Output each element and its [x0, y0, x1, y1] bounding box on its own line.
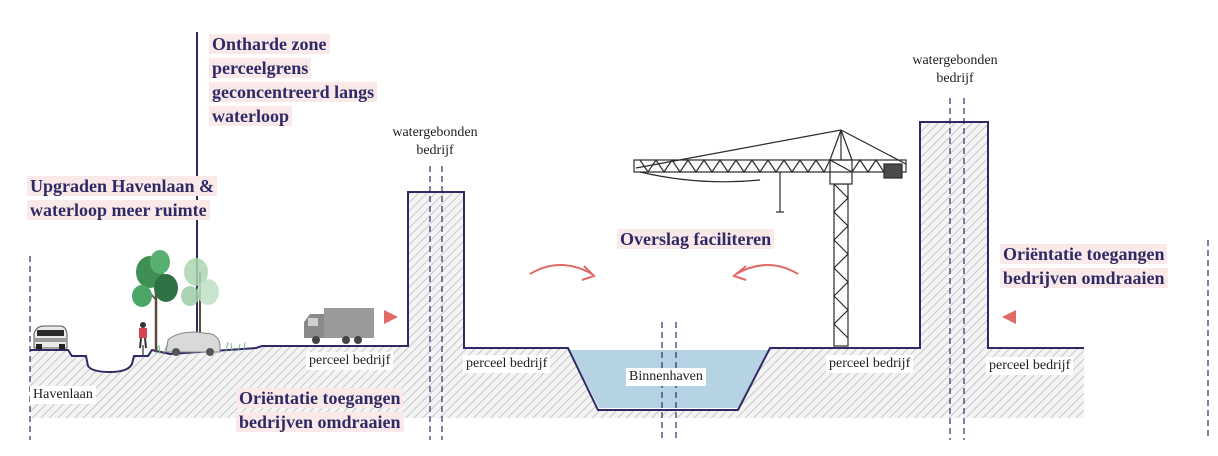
building-outline — [408, 121, 988, 193]
callout-overslag: Overslag faciliteren — [617, 227, 817, 251]
callout-ontharde-zone: Ontharde zone perceelgrens geconcentreer… — [209, 32, 409, 128]
car-icon — [33, 325, 68, 349]
dashed-boundary-lines — [29, 98, 1209, 440]
arrow-left-icon — [1002, 310, 1016, 324]
arrow-right-icon — [384, 310, 398, 324]
callout-overslag-text: Overslag faciliteren — [617, 229, 775, 249]
tree-icon — [132, 250, 219, 352]
truck-icon — [304, 308, 374, 344]
label-perceel-bedrijf-1: perceel bedrijf — [306, 352, 394, 370]
cyclist-icon — [139, 322, 147, 356]
callout-orientatie-right: Oriëntatie toegangen bedrijven omdraaien — [1000, 242, 1200, 290]
callout-orientatie-left-text: Oriëntatie toegangen bedrijven omdraaien — [236, 388, 404, 432]
ground-profile-line — [30, 121, 1084, 411]
label-havenlaan: Havenlaan — [30, 386, 96, 404]
callout-upgraden-havenlaan-text: Upgraden Havenlaan & waterloop meer ruim… — [27, 176, 218, 220]
callout-ontharde-zone-text: Ontharde zone perceelgrens geconcentreer… — [209, 34, 378, 126]
curved-arrow-icon — [529, 264, 799, 281]
ground-section — [30, 122, 1084, 418]
parked-car-icon — [165, 331, 221, 356]
label-binnenhaven: Binnenhaven — [626, 368, 706, 386]
callout-upgraden-havenlaan: Upgraden Havenlaan & waterloop meer ruim… — [27, 174, 257, 222]
label-perceel-bedrijf-4: perceel bedrijf — [986, 357, 1074, 375]
label-watergebonden-2: watergebonden bedrijf — [912, 53, 998, 86]
crane-icon — [633, 129, 907, 347]
callout-orientatie-right-text: Oriëntatie toegangen bedrijven omdraaien — [1000, 244, 1168, 288]
callout-orientatie-left: Oriëntatie toegangen bedrijven omdraaien — [236, 386, 436, 434]
label-perceel-bedrijf-2: perceel bedrijf — [463, 355, 551, 373]
label-perceel-bedrijf-3: perceel bedrijf — [826, 355, 914, 373]
label-watergebonden-1: watergebonden bedrijf — [392, 125, 478, 158]
